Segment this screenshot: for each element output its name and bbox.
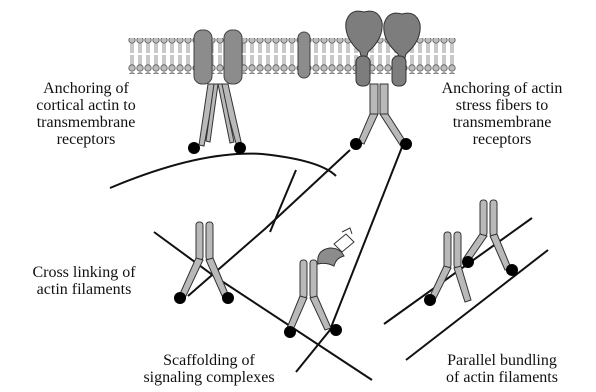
label-scaffolding: Scaffolding of signaling complexes — [104, 352, 314, 386]
label-stress-fiber-anchoring: Anchoring of actin stress fibers to tran… — [414, 80, 590, 148]
label-cross-linking: Cross linking of actin filaments — [4, 264, 164, 298]
scaffolding-protein — [287, 260, 331, 330]
cross-linking-protein — [179, 222, 229, 298]
label-parallel-bundling: Parallel bundling of actin filaments — [412, 352, 592, 386]
cortical-anchoring-linkers — [199, 84, 242, 147]
stress-fiber-anchoring-linkers — [358, 84, 406, 145]
signaling-complex — [318, 228, 354, 266]
label-cortical-anchoring: Anchoring of cortical actin to transmemb… — [6, 80, 166, 148]
